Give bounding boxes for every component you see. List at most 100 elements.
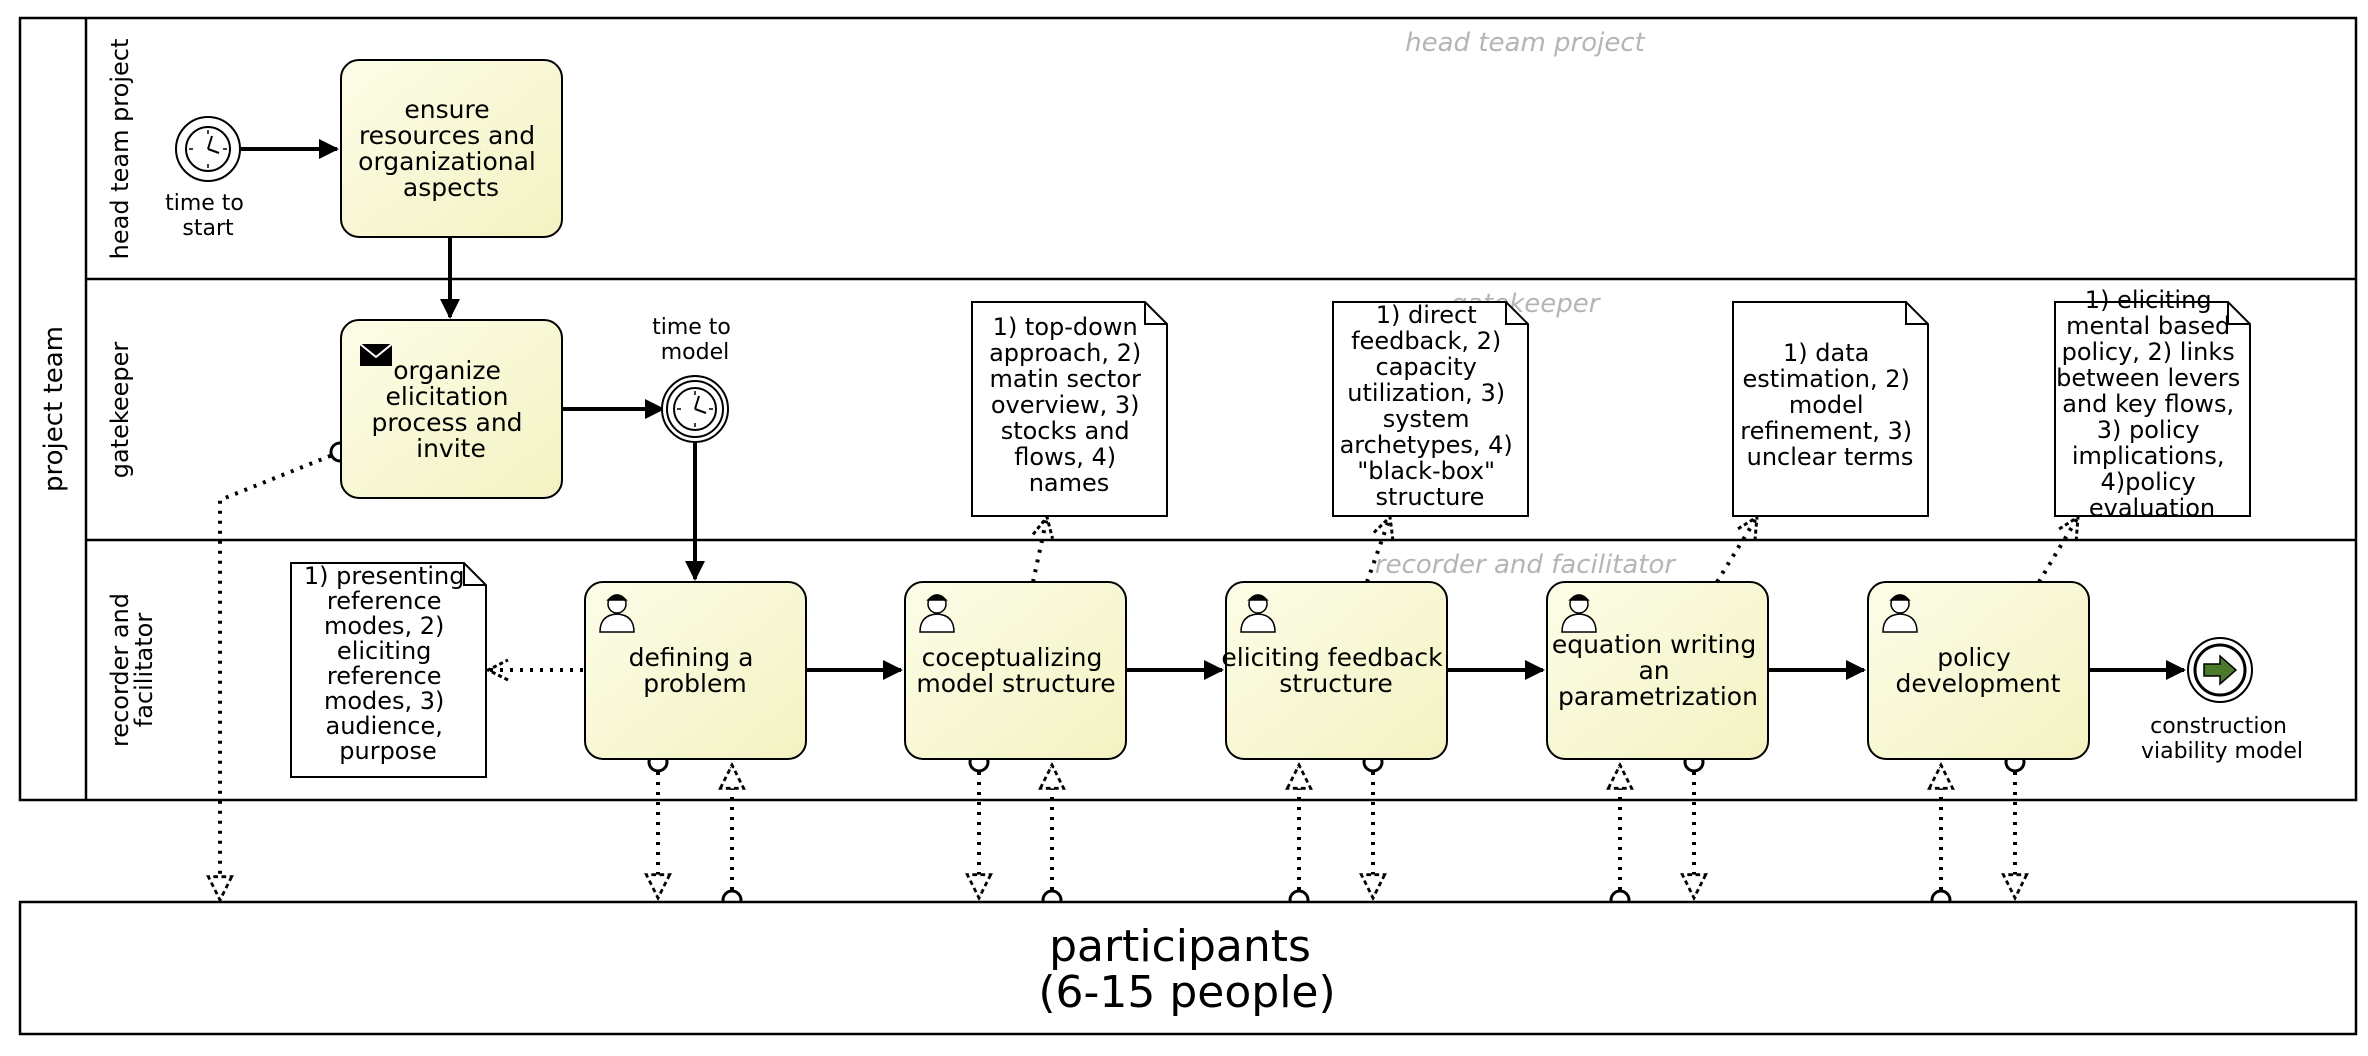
start-event-label: start — [182, 216, 234, 241]
task-equation-writing[interactable]: equation writing an parametrization — [1546, 581, 1769, 760]
svg-text:organize elicitation: organize elicitation process and invite — [371, 356, 530, 463]
task-label: an — [1638, 656, 1669, 685]
participants-pool[interactable]: participants (6-15 people) — [18, 900, 2358, 1036]
user-icon — [1561, 594, 1597, 633]
svg-text:1) top-down approach, 2): 1) top-down approach, 2) matin sector ov… — [989, 313, 1149, 497]
note-text: mental based — [2066, 312, 2230, 340]
note-text: between levers — [2056, 364, 2240, 392]
note-text: 1) presenting — [304, 562, 465, 590]
note-presenting-reference-modes[interactable]: 1) presenting reference modes, 2) elicit… — [290, 562, 487, 778]
participants-title: participants — [1049, 921, 1311, 972]
note-text: and key flows, — [2062, 390, 2234, 418]
note-text: names — [1029, 469, 1110, 497]
svg-text:coceptualizing model str: coceptualizing model structure — [916, 643, 1115, 698]
note-text: feedback, 2) — [1351, 327, 1501, 355]
end-event-label: construction — [2150, 714, 2287, 739]
note-text: modes, 3) — [324, 687, 444, 715]
timer-event-label: model — [661, 340, 730, 365]
svg-text:1) presenting reference: 1) presenting reference modes, 2) elicit… — [304, 562, 472, 765]
svg-text:equation writing an: equation writing an parametrization — [1552, 630, 1764, 711]
user-icon — [919, 594, 955, 633]
lane-recorder-facilitator[interactable]: recorder and facilitator recorder and fa… — [106, 550, 1677, 747]
task-label: structure — [1279, 669, 1392, 698]
lane-watermark-head-team: head team project — [1405, 28, 1646, 58]
note-text: estimation, 2) — [1743, 365, 1910, 393]
envelope-icon — [359, 343, 393, 366]
task-label: process and — [371, 408, 522, 437]
message-flows — [220, 452, 2015, 900]
task-policy-development[interactable]: policy development — [1867, 581, 2090, 760]
note-text: model — [1789, 391, 1864, 419]
svg-text:construction viability m: construction viability model — [2141, 714, 2303, 764]
user-icon — [1240, 594, 1276, 633]
arrow-right-icon — [2203, 654, 2238, 686]
note-data-estimation[interactable]: 1) data estimation, 2) model refinement,… — [1732, 301, 1929, 517]
task-label: elicitation — [386, 382, 509, 411]
task-label: model structure — [916, 669, 1115, 698]
note-text: system — [1383, 405, 1470, 433]
svg-text:1) direct feedback, 2): 1) direct feedback, 2) capacity utilizat… — [1340, 301, 1521, 511]
note-text: "black-box" — [1357, 457, 1495, 485]
task-label: problem — [643, 669, 746, 698]
note-text: 1) eliciting — [2085, 286, 2212, 314]
task-ensure-resources[interactable]: ensure resources and organizational aspe… — [340, 59, 563, 238]
task-organize-elicitation[interactable]: organize elicitation process and invite — [340, 319, 563, 499]
note-eliciting-mental-policy[interactable]: 1) eliciting mental based policy, 2) lin… — [2054, 286, 2251, 522]
task-label: resources and — [359, 121, 535, 150]
task-label: coceptualizing — [922, 643, 1103, 672]
task-label: organize — [393, 356, 501, 385]
assoc-conceptualizing-to-note1[interactable] — [1033, 517, 1047, 583]
task-label: equation writing — [1552, 630, 1756, 659]
svg-text:time to start: time to start — [165, 191, 251, 241]
sequence-flows — [241, 139, 2186, 680]
end-event[interactable]: construction viability model — [2141, 637, 2303, 764]
task-label: eliciting feedback — [1221, 643, 1443, 672]
note-text: matin sector — [989, 365, 1141, 393]
note-text: implications, — [2072, 442, 2225, 470]
note-text: audience, — [325, 712, 442, 740]
timer-event-label: time to — [652, 315, 731, 340]
task-defining-problem[interactable]: defining a problem — [584, 581, 807, 760]
note-text: flows, 4) — [1014, 443, 1116, 471]
note-top-down-approach[interactable]: 1) top-down approach, 2) matin sector ov… — [971, 301, 1168, 517]
task-label: parametrization — [1558, 682, 1758, 711]
note-text: refinement, 3) — [1740, 417, 1912, 445]
start-event-label: time to — [165, 191, 244, 216]
task-label: defining a — [629, 643, 754, 672]
note-text: capacity — [1376, 353, 1477, 381]
note-text: purpose — [339, 737, 437, 765]
svg-text:participants (6-15 peopl: participants (6-15 people) — [1038, 921, 1335, 1018]
task-label: development — [1896, 669, 2061, 698]
start-timer-event[interactable]: time to start — [165, 116, 251, 241]
note-text: 1) top-down — [993, 313, 1138, 341]
task-conceptualizing-model[interactable]: coceptualizing model structure — [904, 581, 1127, 760]
intermediate-timer-event[interactable]: time to model — [652, 315, 738, 443]
note-text: unclear terms — [1747, 443, 1914, 471]
task-label: policy — [1937, 643, 2011, 672]
note-text: reference — [327, 587, 442, 615]
svg-text:1) eliciting mental base: 1) eliciting mental based policy, 2) lin… — [2056, 286, 2248, 522]
user-icon — [599, 594, 635, 633]
note-text: archetypes, 4) — [1340, 431, 1513, 459]
note-text: stocks and — [1001, 417, 1130, 445]
assoc-policy-to-note4[interactable] — [2037, 517, 2078, 584]
note-text: 3) policy — [2097, 416, 2200, 444]
assoc-eliciting-to-note2[interactable] — [1367, 517, 1390, 583]
lane-title-head-team: head team project — [106, 39, 134, 260]
note-text: 1) direct — [1376, 301, 1477, 329]
note-text: eliciting — [337, 637, 432, 665]
svg-text:eliciting feedback struc: eliciting feedback structure — [1221, 643, 1450, 698]
lane-title-recorder-line2: facilitator — [130, 613, 158, 728]
note-text: utilization, 3) — [1347, 379, 1505, 407]
assoc-equation-to-note3[interactable] — [1715, 517, 1757, 584]
associations — [488, 517, 2078, 670]
lane-head-team[interactable]: head team project head team project — [86, 28, 2356, 281]
lane-title-gatekeeper: gatekeeper — [106, 342, 134, 479]
task-label: aspects — [403, 173, 499, 202]
task-eliciting-feedback[interactable]: eliciting feedback structure — [1221, 581, 1450, 760]
pool-title: project team — [39, 326, 69, 492]
note-direct-feedback[interactable]: 1) direct feedback, 2) capacity utilizat… — [1332, 301, 1529, 517]
note-text: policy, 2) links — [2062, 338, 2235, 366]
note-text: 4)policy — [2101, 468, 2196, 496]
